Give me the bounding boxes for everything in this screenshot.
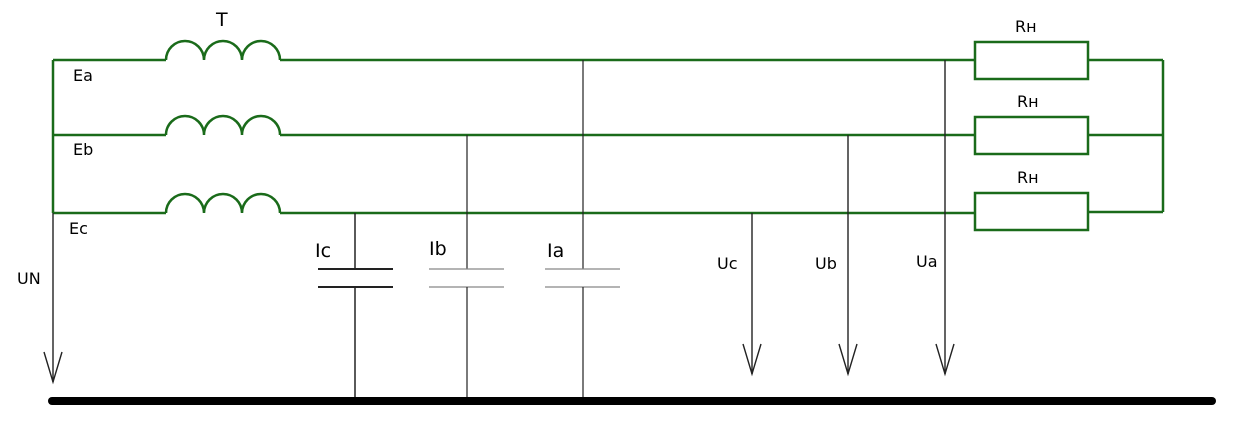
capacitor-a-branch <box>545 60 620 400</box>
voltage-c-arrow <box>742 213 762 377</box>
voltage-c-label: Uc <box>717 254 738 273</box>
transformer-coil-a <box>164 39 282 61</box>
emf-c-label: Ec <box>69 219 88 238</box>
current-c-label: Ic <box>315 240 331 262</box>
voltage-b-label: Ub <box>815 254 837 273</box>
current-a-label: Ia <box>547 240 564 262</box>
emf-a-label: Ea <box>73 66 93 85</box>
current-b-label: Ib <box>429 238 447 260</box>
load-a-label: Rн <box>1015 17 1037 36</box>
voltage-a-arrow <box>935 60 955 377</box>
phase-wiring <box>51 39 1165 232</box>
transformer-coil-b <box>164 114 282 136</box>
transformer-coil-c <box>164 192 282 214</box>
capacitor-c-branch <box>318 213 393 400</box>
neutral-voltage-label: UN <box>17 269 41 288</box>
load-c-label: Rн <box>1017 168 1039 187</box>
voltage-a-label: Ua <box>916 252 938 271</box>
emf-b-label: Eb <box>73 140 93 159</box>
neutral-voltage-arrow <box>43 213 63 385</box>
load-resistor-c <box>973 191 1090 232</box>
voltage-arrows <box>43 60 955 385</box>
transformer-label: T <box>215 9 228 31</box>
capacitor-b-branch <box>429 135 504 400</box>
load-resistor-a <box>973 40 1090 81</box>
voltage-b-arrow <box>838 135 858 377</box>
load-b-label: Rн <box>1017 92 1039 111</box>
load-resistor-b <box>973 115 1090 156</box>
